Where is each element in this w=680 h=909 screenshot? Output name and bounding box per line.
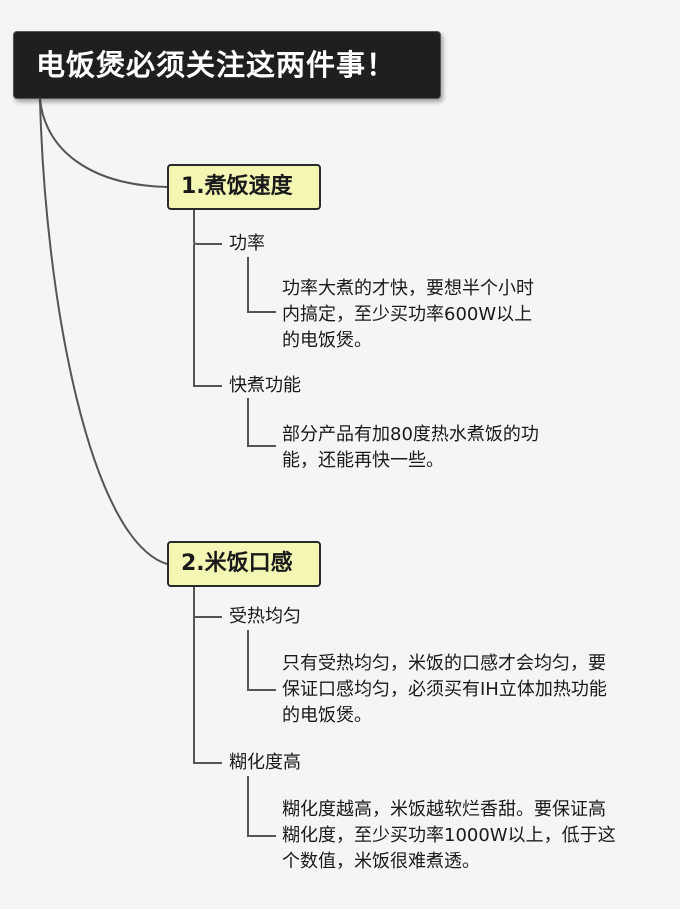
subtopic-gelatinization: 糊化度高 <box>229 752 301 773</box>
detail-even-heating: 只有受热均匀，米饭的口感才会均匀，要 保证口感均匀，必须买有IH立体加热功能 的… <box>282 651 607 729</box>
detail-line: 糊化度越高，米饭越软烂香甜。要保证高 <box>282 799 606 820</box>
detail-line: 的电饭煲。 <box>282 705 372 726</box>
detail-line: 内搞定，至少买功率600W以上 <box>282 304 533 325</box>
detail-line: 功率大煮的才快，要想半个小时 <box>282 278 534 299</box>
section-rice-texture: 2.米饭口感 <box>167 541 321 587</box>
subtopic-even-heating: 受热均匀 <box>229 606 301 627</box>
detail-line: 能，还能再快一些。 <box>282 450 444 471</box>
main-title: 电饭煲必须关注这两件事！ <box>13 31 441 99</box>
detail-power: 功率大煮的才快，要想半个小时 内搞定，至少买功率600W以上 的电饭煲。 <box>282 276 534 354</box>
detail-gelatinization: 糊化度越高，米饭越软烂香甜。要保证高 糊化度，至少买功率1000W以上，低于这 … <box>282 797 616 875</box>
detail-line: 糊化度，至少买功率1000W以上，低于这 <box>282 825 616 846</box>
subtopic-power: 功率 <box>229 233 265 254</box>
detail-quick-cook: 部分产品有加80度热水煮饭的功 能，还能再快一些。 <box>282 422 539 474</box>
detail-line: 部分产品有加80度热水煮饭的功 <box>282 424 539 445</box>
detail-line: 的电饭煲。 <box>282 330 372 351</box>
detail-line: 保证口感均匀，必须买有IH立体加热功能 <box>282 679 607 700</box>
subtopic-quick-cook: 快煮功能 <box>229 375 301 396</box>
detail-line: 只有受热均匀，米饭的口感才会均匀，要 <box>282 653 606 674</box>
section-cooking-speed: 1.煮饭速度 <box>167 164 321 210</box>
detail-line: 个数值，米饭很难煮透。 <box>282 851 480 872</box>
